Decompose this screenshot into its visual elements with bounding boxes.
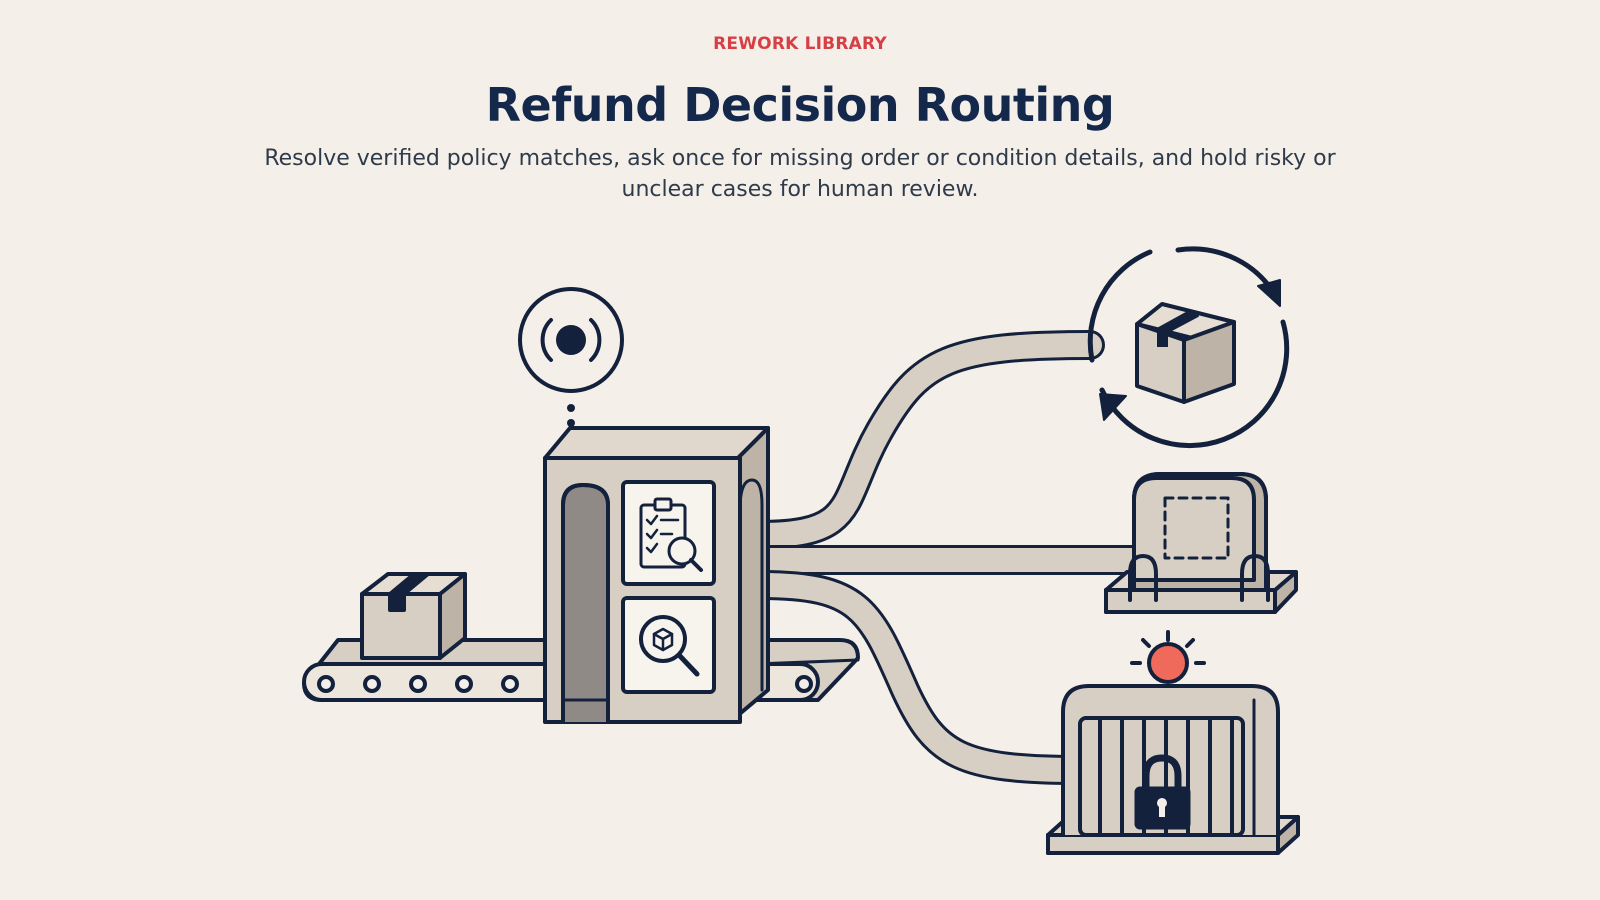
signal-icon [518,287,624,442]
magnifier-package-icon [621,596,716,694]
locked-cage [1046,684,1300,855]
page-subtitle: Resolve verified policy matches, ask onc… [264,146,1336,202]
package-icon [360,572,467,660]
padlock-icon [1134,754,1191,830]
route-paths [745,330,1150,785]
clipboard-checklist-icon [621,480,716,586]
page-title: Refund Decision Routing [485,78,1115,132]
eyebrow-label: REWORK LIBRARY [713,34,887,54]
empty-slot-tray-icon [1104,472,1298,614]
refund-cycle-icon [1087,246,1290,449]
alert-light-icon [1130,630,1206,684]
